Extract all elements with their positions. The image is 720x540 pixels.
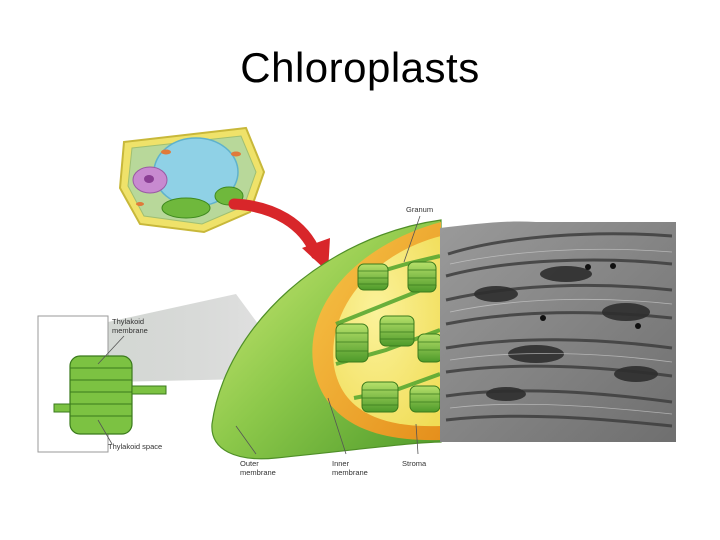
granum-stack-3 bbox=[336, 324, 368, 362]
outer-membrane-label-line2: membrane bbox=[240, 468, 276, 477]
granum-stack-5 bbox=[418, 334, 442, 362]
plant-cell bbox=[120, 128, 264, 232]
granum-stack-4 bbox=[380, 316, 414, 346]
granum-stack-2 bbox=[408, 262, 436, 292]
granum-stack-7 bbox=[410, 386, 440, 412]
granum-label: Granum bbox=[406, 205, 433, 214]
thylakoid-membrane-label-line1: Thylakoid bbox=[112, 317, 144, 326]
zoom-arrow bbox=[234, 204, 330, 272]
thylakoid-space-label: Thylakoid space bbox=[108, 442, 162, 451]
granum-stack-1 bbox=[358, 264, 388, 290]
slide-title: Chloroplasts bbox=[0, 44, 720, 92]
inner-membrane-label-line2: membrane bbox=[332, 468, 368, 477]
electron-micrograph bbox=[440, 221, 676, 442]
chloroplast-diagram: Granum Thylakoid membrane Thylakoid spac… bbox=[36, 124, 684, 484]
stroma-label: Stroma bbox=[402, 459, 427, 468]
cell-chloroplast-1 bbox=[162, 198, 210, 218]
inner-membrane-label-line1: Inner bbox=[332, 459, 350, 468]
granum-stack-6 bbox=[362, 382, 398, 412]
thylakoid-membrane-label-line2: membrane bbox=[112, 326, 148, 335]
outer-membrane-label-line1: Outer bbox=[240, 459, 259, 468]
chloroplast-figure: Granum Thylakoid membrane Thylakoid spac… bbox=[36, 124, 684, 484]
